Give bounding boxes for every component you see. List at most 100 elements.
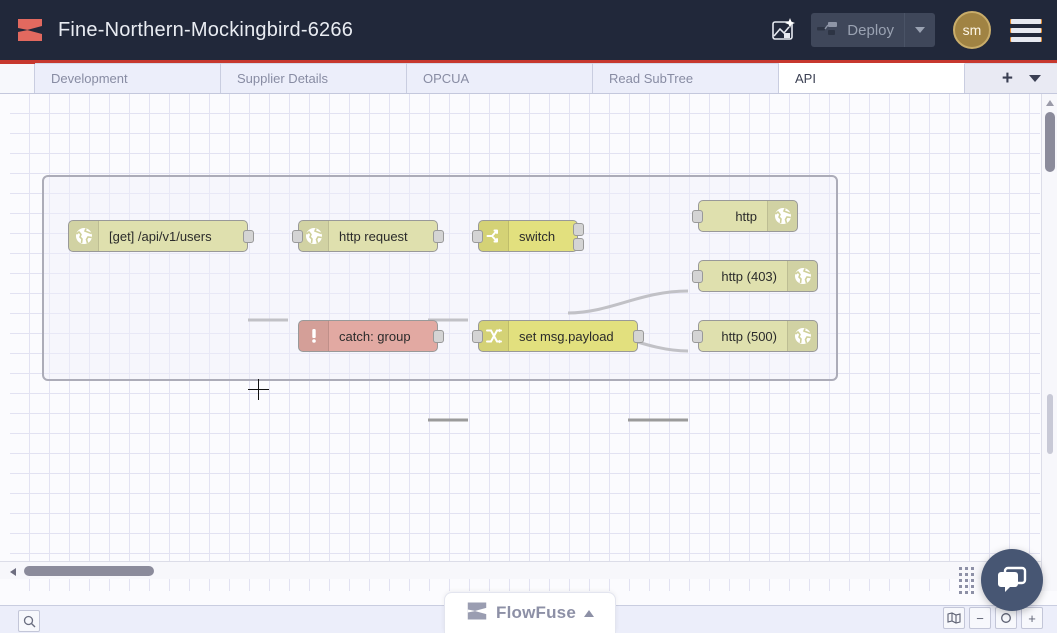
header-actions: Deploy sm bbox=[763, 10, 1057, 50]
resize-grip-icon[interactable] bbox=[959, 567, 975, 595]
canvas-horizontal-scrollbar[interactable] bbox=[0, 561, 1041, 579]
tab-read-subtree[interactable]: Read SubTree bbox=[593, 63, 779, 93]
plus-icon[interactable]: + bbox=[1001, 68, 1013, 89]
node-change[interactable]: set msg.payload bbox=[472, 320, 644, 352]
globe-icon bbox=[787, 261, 817, 291]
node-catch[interactable]: catch: group bbox=[298, 320, 444, 352]
vscroll-secondary-thumb[interactable] bbox=[1047, 394, 1053, 454]
scroll-left-icon[interactable] bbox=[10, 568, 16, 576]
node-input-port[interactable] bbox=[292, 230, 303, 243]
node-label: catch: group bbox=[339, 328, 411, 344]
menu-bar bbox=[1011, 18, 1041, 24]
zoom-in-button[interactable]: + bbox=[1021, 607, 1043, 629]
chat-bubble-icon[interactable] bbox=[981, 549, 1043, 611]
node-output-port[interactable] bbox=[243, 230, 254, 243]
hamburger-menu-icon[interactable] bbox=[1011, 15, 1041, 46]
node-input-port[interactable] bbox=[692, 330, 703, 343]
ai-assistant-icon[interactable] bbox=[763, 10, 803, 50]
tab-supplier-details[interactable]: Supplier Details bbox=[221, 63, 407, 93]
grip-dot bbox=[965, 579, 968, 582]
node-switch[interactable]: switch bbox=[472, 220, 584, 252]
flowfuse-logo-icon bbox=[466, 601, 488, 626]
scroll-up-icon[interactable] bbox=[1046, 100, 1054, 106]
globe-icon bbox=[69, 221, 99, 251]
flow-canvas-workspace[interactable]: [get] /api/v1/users http request bbox=[0, 94, 1057, 607]
tab-bar-actions: + bbox=[965, 63, 1057, 93]
exclamation-icon bbox=[299, 321, 329, 351]
deploy-label: Deploy bbox=[847, 21, 894, 39]
grip-dot bbox=[971, 573, 974, 576]
globe-icon bbox=[767, 201, 797, 231]
node-input-port[interactable] bbox=[692, 270, 703, 283]
change-swap-icon bbox=[479, 321, 509, 351]
grip-dot bbox=[959, 585, 962, 588]
globe-icon bbox=[299, 221, 329, 251]
node-label: switch bbox=[519, 228, 556, 244]
search-icon[interactable] bbox=[18, 610, 40, 632]
grip-dot bbox=[971, 567, 974, 570]
avatar[interactable]: sm bbox=[953, 11, 991, 49]
node-http-response-200[interactable]: http bbox=[692, 200, 798, 232]
node-label: http (500) bbox=[721, 328, 777, 344]
node-output-port[interactable] bbox=[433, 330, 444, 343]
tab-label: Development bbox=[51, 71, 128, 86]
deploy-button[interactable]: Deploy bbox=[811, 13, 935, 47]
flowfuse-status-pill[interactable]: FlowFuse bbox=[444, 592, 616, 633]
tab-label: Supplier Details bbox=[237, 71, 329, 86]
flowfuse-logo-icon bbox=[16, 17, 44, 43]
flowfuse-label: FlowFuse bbox=[496, 603, 576, 622]
vscroll-thumb[interactable] bbox=[1045, 112, 1055, 172]
navigator-map-icon[interactable] bbox=[943, 607, 965, 629]
chevron-up-icon[interactable] bbox=[584, 609, 594, 617]
grip-dot bbox=[959, 567, 962, 570]
grip-dot bbox=[965, 567, 968, 570]
node-input-port[interactable] bbox=[692, 210, 703, 223]
tab-api[interactable]: API bbox=[779, 63, 965, 93]
node-label: set msg.payload bbox=[519, 328, 614, 344]
chevron-down-icon bbox=[915, 27, 925, 33]
app-header: Fine-Northern-Mockingbird-6266 bbox=[0, 0, 1057, 60]
grip-dot bbox=[959, 573, 962, 576]
page-title: Fine-Northern-Mockingbird-6266 bbox=[58, 18, 354, 41]
tab-label: OPCUA bbox=[423, 71, 470, 86]
node-input-port[interactable] bbox=[472, 330, 483, 343]
node-label: [get] /api/v1/users bbox=[109, 228, 212, 244]
deploy-dropdown-toggle[interactable] bbox=[904, 13, 935, 47]
node-http-response-403[interactable]: http (403) bbox=[692, 260, 818, 292]
node-output-port-1[interactable] bbox=[573, 223, 584, 236]
canvas-vertical-scrollbar[interactable] bbox=[1041, 94, 1057, 591]
node-output-port-2[interactable] bbox=[573, 238, 584, 251]
deploy-nodes-icon bbox=[811, 21, 845, 39]
tab-label: Read SubTree bbox=[609, 71, 694, 86]
node-output-port[interactable] bbox=[433, 230, 444, 243]
flow-tab-bar: Development Supplier Details OPCUA Read … bbox=[0, 63, 1057, 94]
globe-icon bbox=[787, 321, 817, 351]
node-label: http (403) bbox=[721, 268, 777, 284]
node-output-port[interactable] bbox=[633, 330, 644, 343]
node-http-in[interactable]: [get] /api/v1/users bbox=[68, 220, 254, 252]
node-input-port[interactable] bbox=[472, 230, 483, 243]
grip-dot bbox=[965, 591, 968, 594]
grip-dot bbox=[965, 585, 968, 588]
brand: Fine-Northern-Mockingbird-6266 bbox=[16, 17, 353, 43]
node-http-response-500[interactable]: http (500) bbox=[692, 320, 818, 352]
node-label: http request bbox=[339, 228, 408, 244]
flow-canvas[interactable]: [get] /api/v1/users http request bbox=[10, 94, 1040, 591]
grip-dot bbox=[971, 591, 974, 594]
tab-bar-gutter bbox=[0, 64, 35, 93]
header-accent-line bbox=[0, 60, 1057, 64]
node-http-request[interactable]: http request bbox=[292, 220, 444, 252]
grip-dot bbox=[959, 579, 962, 582]
zoom-controls: − + bbox=[943, 607, 1043, 629]
tab-development[interactable]: Development bbox=[35, 63, 221, 93]
hscroll-thumb[interactable] bbox=[24, 566, 154, 576]
chevron-down-icon[interactable] bbox=[1029, 75, 1041, 82]
menu-bar bbox=[1011, 36, 1041, 42]
grip-dot bbox=[971, 585, 974, 588]
menu-bar bbox=[1011, 27, 1041, 33]
zoom-out-button[interactable]: − bbox=[969, 607, 991, 629]
node-label: http bbox=[735, 208, 757, 224]
switch-branch-icon bbox=[479, 221, 509, 251]
tab-opcua[interactable]: OPCUA bbox=[407, 63, 593, 93]
